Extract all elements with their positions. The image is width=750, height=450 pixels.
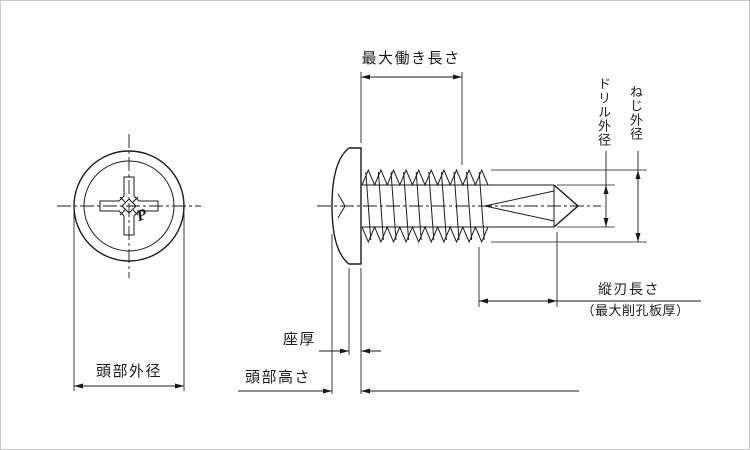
- label-flute-length-note: （最大削孔板厚）: [581, 303, 690, 318]
- dim-flute-length: [478, 232, 701, 307]
- label-drill-outer-diameter: ドリル外径: [596, 77, 611, 147]
- recess-side-mark: [337, 193, 346, 219]
- phillips-recess-center: [121, 198, 137, 214]
- phillips-recess-creases: [119, 196, 139, 216]
- thread-bottom-zigzag: [361, 225, 489, 244]
- label-max-working-length: 最大働き長さ: [361, 50, 461, 67]
- dim-thread-outer-diameter: [491, 151, 647, 243]
- label-thread-outer-diameter: ねじ外径: [628, 85, 643, 141]
- drill-flute-lines: [484, 190, 555, 222]
- thread-flank-lines: [365, 171, 485, 241]
- head-front-view: [57, 134, 201, 278]
- thread-top-zigzag: [361, 168, 489, 187]
- dim-drill-outer-diameter: [557, 151, 615, 228]
- screw-side-view: [317, 147, 601, 265]
- dim-head-height: [238, 234, 579, 394]
- label-head-outer-diameter: 頭部外径: [95, 363, 162, 380]
- drill-point-cone: [553, 184, 580, 228]
- label-head-height: 頭部高さ: [244, 369, 311, 386]
- label-flute-length: 縦刃長さ: [598, 281, 660, 297]
- dim-head-outer-diameter: [73, 213, 185, 391]
- head-outer-circle: [73, 150, 185, 262]
- dim-seat-thickness: [319, 268, 381, 355]
- dim-max-working-length: [360, 72, 463, 165]
- head-inner-circle: [83, 160, 175, 252]
- head-side-profile: [331, 147, 362, 265]
- phillips-recess-outline: [99, 176, 159, 236]
- label-seat-thickness: 座厚: [282, 331, 316, 348]
